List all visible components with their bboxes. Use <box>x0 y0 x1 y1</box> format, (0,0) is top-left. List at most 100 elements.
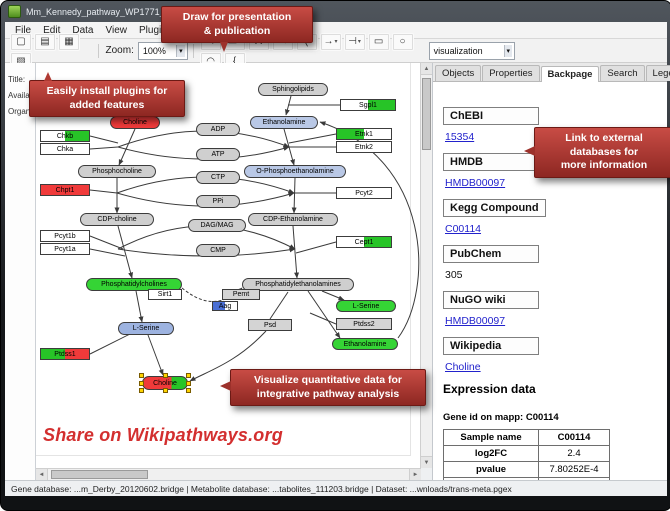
open-file-icon[interactable]: ▤ <box>34 32 56 51</box>
node-etnk1[interactable]: Etnk1 <box>336 128 392 140</box>
node-chkb[interactable]: Chkb <box>40 130 90 142</box>
oval-tool-icon[interactable]: ○ <box>391 32 414 51</box>
canvas-vertical-scrollbar[interactable]: ▲ ▼ <box>420 63 432 468</box>
node-pcyt2[interactable]: Pcyt2 <box>336 187 392 199</box>
selection-handle[interactable] <box>139 373 144 378</box>
node-chka[interactable]: Chka <box>40 143 90 155</box>
node-ptdss1[interactable]: Ptdss1 <box>40 348 90 360</box>
menu-data[interactable]: Data <box>72 24 94 36</box>
zoom-combobox[interactable]: 100% ▾ <box>137 41 188 60</box>
node-pcyt1b[interactable]: Pcyt1b <box>40 230 90 242</box>
gene-id-line: Gene id on mapp: C00114 <box>443 412 559 423</box>
backpage-value-kegg-compound[interactable]: C00114 <box>445 223 482 235</box>
selection-handle[interactable] <box>186 388 191 393</box>
node-phosphatidylcholines[interactable]: Phosphatidylcholines <box>86 278 182 291</box>
scroll-right-icon[interactable]: ► <box>409 469 421 480</box>
side-panel-tabs: ObjectsPropertiesBackpageSearchLegend <box>433 63 670 82</box>
chevron-down-icon[interactable]: ▾ <box>176 44 185 57</box>
toolbar-separator <box>192 43 194 58</box>
share-banner: Share on Wikipathways.org <box>43 425 283 445</box>
save-icon[interactable]: ▦ <box>58 32 80 51</box>
canvas-horizontal-scrollbar[interactable]: ◄ ► <box>36 468 421 480</box>
rect-tool-icon[interactable]: ▭ <box>367 32 390 51</box>
menu-view[interactable]: View <box>105 24 127 36</box>
node-sphingolipids[interactable]: Sphingolipids <box>258 83 328 96</box>
horizontal-scroll-thumb[interactable] <box>51 470 148 479</box>
node-ctp[interactable]: CTP <box>196 171 240 184</box>
node-atp[interactable]: ATP <box>196 148 240 161</box>
callout-quantitative-data: Visualize quantitative data for integrat… <box>220 369 426 407</box>
node-pcyt1a[interactable]: Pcyt1a <box>40 243 90 255</box>
scroll-left-icon[interactable]: ◄ <box>36 469 48 480</box>
visualization-combobox[interactable]: visualization ▾ <box>428 41 516 60</box>
tab-legend[interactable]: Legend <box>645 65 670 81</box>
tab-search[interactable]: Search <box>600 65 645 81</box>
backpage-section-hmdb: HMDB HMDB00097 <box>443 152 657 189</box>
node-dag-mag[interactable]: DAG/MAG <box>188 219 246 232</box>
backpage-value-chebi[interactable]: 15354 <box>445 131 475 143</box>
node-aag[interactable]: Aag <box>212 301 238 311</box>
menu-plugins[interactable]: Plugins <box>138 24 172 36</box>
table-row: typemet <box>443 477 610 480</box>
node-cdp-choline[interactable]: CDP-choline <box>80 213 154 226</box>
table-cell: 7.80252E-4 <box>538 461 610 478</box>
node-l-serine[interactable]: L-Serine <box>118 322 174 335</box>
backpage-header-hmdb: HMDB <box>443 153 539 171</box>
selection-handle[interactable] <box>163 388 168 393</box>
tab-objects[interactable]: Objects <box>435 65 482 81</box>
arrow-tool-icon[interactable]: →▾ <box>319 32 342 51</box>
backpage-value-wikipedia[interactable]: Choline <box>445 361 481 373</box>
node-cmp[interactable]: CMP <box>196 244 240 257</box>
new-file-icon[interactable]: ▢ <box>10 32 32 51</box>
node-sirt1[interactable]: Sirt1 <box>148 289 182 300</box>
node-choline[interactable]: Choline <box>110 116 160 129</box>
chevron-down-icon[interactable]: ▾ <box>503 44 513 57</box>
node-ethanolamine[interactable]: Ethanolamine <box>250 116 318 129</box>
node-cept1[interactable]: Cept1 <box>336 236 392 248</box>
backpage-value-pubchem: 305 <box>445 269 463 281</box>
node-etnk2[interactable]: Etnk2 <box>336 141 392 153</box>
node-sgpl1[interactable]: Sgpl1 <box>340 99 396 111</box>
selection-handle[interactable] <box>186 381 191 386</box>
node-cdp-ethanolamine[interactable]: CDP-Ethanolamine <box>248 213 338 226</box>
selection-handle[interactable] <box>163 373 168 378</box>
backpage-header-chebi: ChEBI <box>443 107 539 125</box>
callout-external-databases: Link to external databases for more info… <box>524 127 670 178</box>
node-ptdss2[interactable]: Ptdss2 <box>336 318 392 330</box>
scroll-down-icon[interactable]: ▼ <box>421 456 432 468</box>
backpage-value-hmdb[interactable]: HMDB00097 <box>445 177 506 189</box>
selection-handle[interactable] <box>139 381 144 386</box>
zoom-value: 100% <box>142 45 166 56</box>
scroll-up-icon[interactable]: ▲ <box>421 63 432 75</box>
backpage-value-nugo-wiki[interactable]: HMDB00097 <box>445 315 506 327</box>
selection-handle[interactable] <box>139 388 144 393</box>
tab-properties[interactable]: Properties <box>482 65 540 81</box>
node-phosphocholine[interactable]: Phosphocholine <box>78 165 156 178</box>
tbar-tool-icon[interactable]: ⊣▾ <box>343 32 366 51</box>
selection-handle[interactable] <box>186 373 191 378</box>
menu-file[interactable]: File <box>15 24 32 36</box>
node-adp[interactable]: ADP <box>196 123 240 136</box>
node-l-serine[interactable]: L-Serine <box>336 300 396 312</box>
node-ppi[interactable]: PPi <box>196 195 240 208</box>
node-o-phosphoethanolamine[interactable]: O-Phosphoethanolamine <box>244 165 346 178</box>
node-chpt1[interactable]: Chpt1 <box>40 184 90 196</box>
vertical-scroll-thumb[interactable] <box>422 78 431 150</box>
node-psd[interactable]: Psd <box>248 319 292 331</box>
tab-backpage[interactable]: Backpage <box>540 66 600 82</box>
callout-install-plugins: Easily install plugins for added feature… <box>29 71 185 118</box>
node-pemt[interactable]: Pemt <box>222 289 260 300</box>
title-bar[interactable]: Mm_Kennedy_pathway_WP1771_45176.gpml <box>1 1 670 22</box>
node-ethanolamine[interactable]: Ethanolamine <box>332 338 398 350</box>
menu-edit[interactable]: Edit <box>43 24 61 36</box>
